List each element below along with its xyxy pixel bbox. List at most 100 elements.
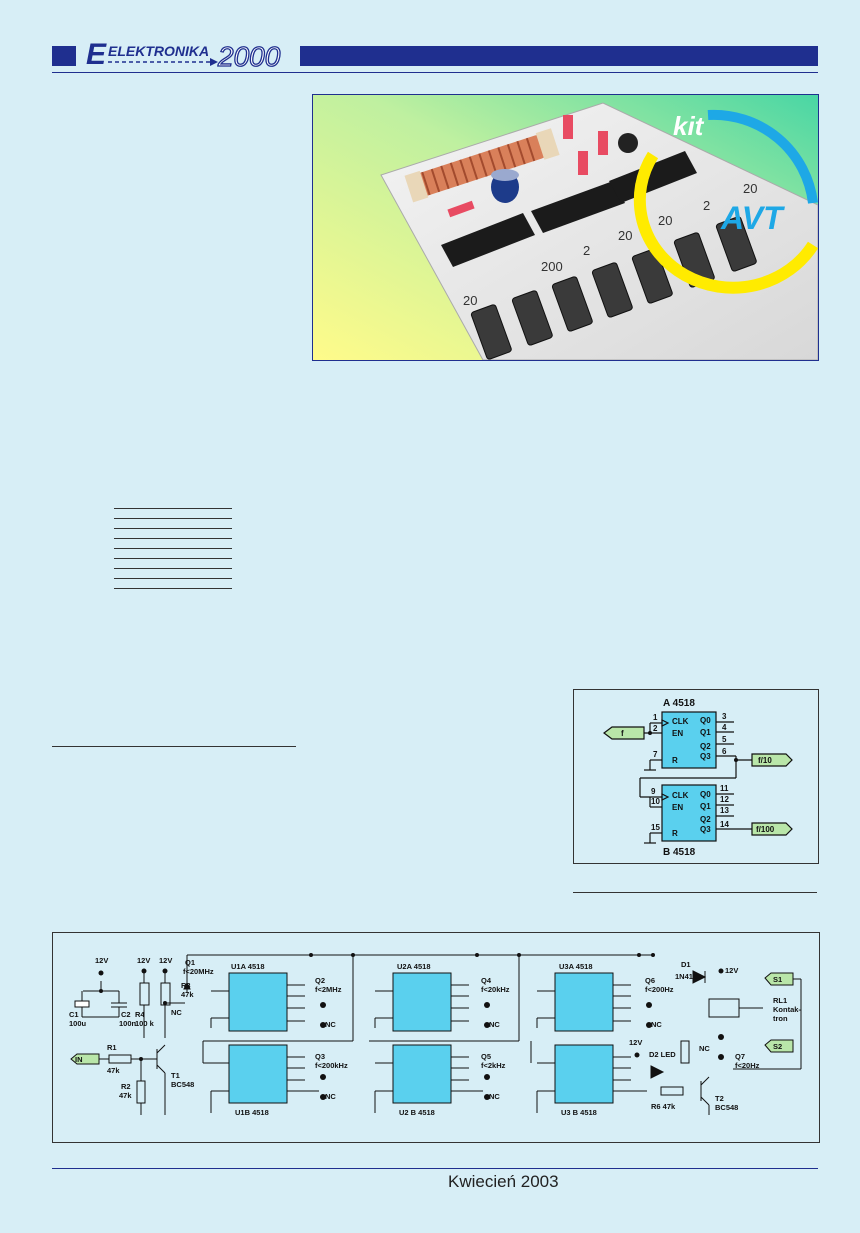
table-rule [114, 548, 232, 549]
pin-label: 9 [651, 787, 656, 796]
supply-label: 12V [629, 1038, 642, 1047]
c1-label: C1 [69, 1010, 79, 1019]
rl1-value: Kontak- [773, 1005, 801, 1014]
magazine-logo: E ELEKTRONIKA 2000 [86, 34, 292, 73]
q1-freq: f<20MHz [183, 967, 214, 976]
table-rule [114, 508, 232, 509]
footer-date: Kwiecień 2003 [448, 1172, 559, 1191]
r3-label: R3 [181, 981, 191, 990]
schematic-diagram: 12V 12V 12V 12V 12V C1 100u C2 100n R4 1… [52, 932, 820, 1143]
r-label: R [672, 756, 678, 765]
board-label: 20 [618, 228, 632, 243]
c2-label: C2 [121, 1010, 131, 1019]
supply-label: 12V [725, 966, 738, 975]
en-label: EN [672, 729, 683, 738]
rl1-label: RL1 [773, 996, 787, 1005]
r6-label: R6 47k [651, 1102, 676, 1111]
pin-label: 12 [720, 795, 729, 804]
badge-kit: kit [673, 111, 705, 141]
q3-label: Q3 [700, 825, 711, 834]
header-bar-left [52, 46, 76, 66]
input-f-label: f [621, 729, 624, 738]
pin-label: 6 [722, 747, 727, 756]
q4-label: Q4 [481, 976, 492, 985]
rl1-value: tron [773, 1014, 788, 1023]
q1-label: Q1 [700, 728, 711, 737]
header-bar-right [300, 46, 818, 66]
pin-label: 1 [653, 713, 658, 722]
footer-rule [52, 1168, 818, 1169]
section-rule [52, 746, 296, 747]
t2-value: BC548 [715, 1103, 738, 1112]
board-label: 20 [658, 213, 672, 228]
q3-label: Q3 [315, 1052, 325, 1061]
r3-value: 47k [181, 990, 194, 999]
nc-label: NC [325, 1020, 336, 1029]
r4-label: R4 [135, 1010, 145, 1019]
badge-avt: AVT [720, 200, 785, 236]
board-label: 20 [743, 181, 757, 196]
nc-label: NC [651, 1020, 662, 1029]
header-rule [52, 72, 818, 73]
c2-value: 100n [119, 1019, 137, 1028]
table-rule [114, 528, 232, 529]
logo-year: 2000 [217, 41, 281, 72]
r4-value: 100 k [135, 1019, 155, 1028]
nc-label: NC [699, 1044, 710, 1053]
table-rule [114, 578, 232, 579]
q3-freq: f<200kHz [315, 1061, 348, 1070]
r1-label: R1 [107, 1043, 117, 1052]
kit-photo: 20 200 2 20 20 2 20 kit AVT [312, 94, 819, 361]
d1-label: D1 [681, 960, 691, 969]
q0-label: Q0 [700, 716, 711, 725]
q0-label: Q0 [700, 790, 711, 799]
pin-label: 10 [651, 797, 660, 806]
supply-label: 12V [137, 956, 150, 965]
table-rule [114, 588, 232, 589]
nc-label: NC [489, 1092, 500, 1101]
q3-label: Q3 [700, 752, 711, 761]
q2-label: Q2 [315, 976, 325, 985]
q2-label: Q2 [700, 742, 711, 751]
chip-u1a: U1A 4518 [231, 962, 265, 971]
board-label: 2 [703, 198, 710, 213]
pin-label: 11 [720, 784, 729, 793]
s2-label: S2 [773, 1042, 782, 1051]
chip-u1b: U1B 4518 [235, 1108, 269, 1117]
pin-label: 4 [722, 723, 727, 732]
table-rule [114, 518, 232, 519]
t2-label: T2 [715, 1094, 724, 1103]
q1-label: Q1 [700, 802, 711, 811]
table-rule [114, 538, 232, 539]
q6-freq: f<200Hz [645, 985, 674, 994]
supply-label: 12V [159, 956, 172, 965]
pin-label: 13 [720, 806, 729, 815]
board-label: 20 [463, 293, 477, 308]
nc-label: NC [489, 1020, 500, 1029]
r2-label: R2 [121, 1082, 131, 1091]
pin-label: 5 [722, 735, 727, 744]
q4-freq: f<20kHz [481, 985, 510, 994]
section-rule [573, 892, 817, 893]
pin-label: 2 [653, 724, 658, 733]
chip-u2b: U2 B 4518 [399, 1108, 435, 1117]
chip-u3b: U3 B 4518 [561, 1108, 597, 1117]
chip-b-title: B 4518 [663, 847, 696, 858]
divider-diagram: A 4518 B 4518 1 2 7 3 4 5 6 9 10 15 11 1… [573, 689, 819, 864]
q5-freq: f<2kHz [481, 1061, 506, 1070]
nc-label: NC [171, 1008, 182, 1017]
q2-label: Q2 [700, 815, 711, 824]
in-label: IN [75, 1055, 83, 1064]
t1-value: BC548 [171, 1080, 194, 1089]
en-label: EN [672, 803, 683, 812]
output-f100-label: f/100 [756, 825, 775, 834]
q5-label: Q5 [481, 1052, 491, 1061]
q7-freq: f<20Hz [735, 1061, 760, 1070]
board-label: 2 [583, 243, 590, 258]
chip-u3a: U3A 4518 [559, 962, 593, 971]
chip-a-title: A 4518 [663, 698, 695, 709]
output-f10-label: f/10 [758, 756, 772, 765]
q6-label: Q6 [645, 976, 655, 985]
logo-text: ELEKTRONIKA [108, 43, 209, 59]
t1-label: T1 [171, 1071, 180, 1080]
